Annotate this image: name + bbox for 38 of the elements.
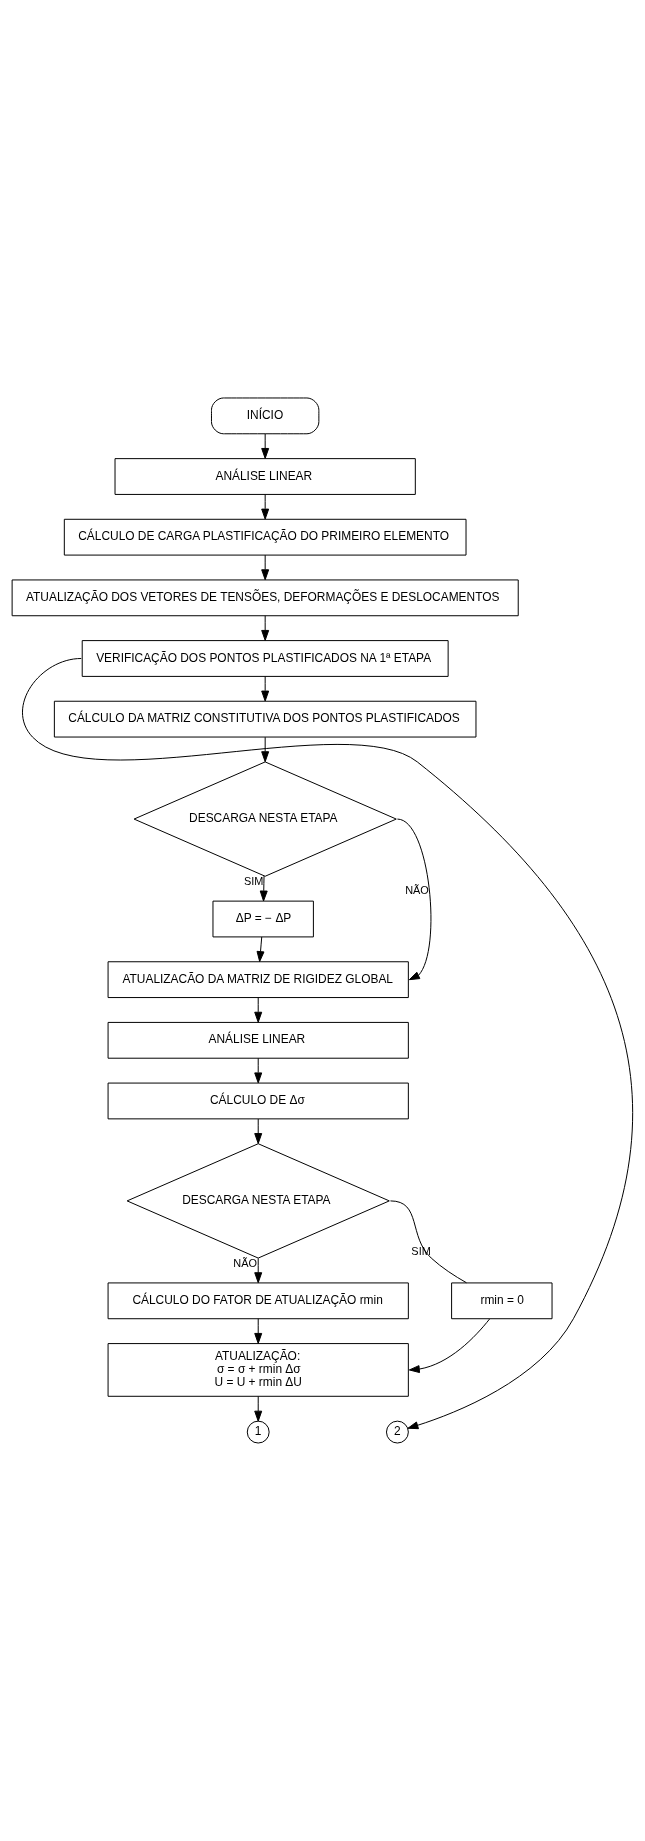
arrow xyxy=(254,1118,263,1144)
arrow xyxy=(261,615,270,641)
arrow xyxy=(254,1318,263,1344)
node-box: rmin = 0 xyxy=(451,1282,553,1320)
node-box: ATUALIZAÇÃO DOS VETORES DE TENSÕES, DEFORMAÇÕES E DESLOCAMENTOS xyxy=(11,579,519,617)
arrow xyxy=(256,936,265,963)
edge-label: NÃO xyxy=(233,1257,258,1270)
node-box: CÁLCULO DE Δσ xyxy=(107,1082,409,1120)
arrow xyxy=(261,494,270,520)
node-box: ATUALIZACÃO DA MATRIZ DE RIGIDEZ GLOBAL xyxy=(107,961,409,999)
arrow xyxy=(261,675,270,702)
arrow xyxy=(22,658,634,1430)
edge-label: NÃO xyxy=(405,883,429,896)
node-circle: 2 xyxy=(386,1420,409,1444)
node-box: CÁLCULO DE CARGA PLASTIFICAÇÃO DO PRIMEIRO ELEMENTO xyxy=(63,518,467,556)
node-box: ΔP = − ΔP xyxy=(212,900,314,938)
arrow xyxy=(259,875,268,902)
edge-label: SIM xyxy=(411,1244,431,1257)
arrow xyxy=(408,1318,491,1374)
arrow xyxy=(254,1257,263,1284)
node-circle: 1 xyxy=(246,1420,270,1444)
arrow xyxy=(261,736,270,763)
node-diamond: DESCARGA NESTA ETAPA xyxy=(133,761,397,877)
arrow xyxy=(254,1395,263,1422)
arrow xyxy=(261,433,270,459)
node-box: CÁLCULO DO FATOR DE ATUALIZAÇÃO rmin xyxy=(107,1282,409,1320)
node-box: ATUALIZAÇÃO: σ = σ + rmin Δσ U = U + rmin ΔU xyxy=(107,1343,409,1397)
arrow xyxy=(396,818,432,981)
connector xyxy=(389,1200,467,1284)
node-box: CÁLCULO DA MATRIZ CONSTITUTIVA DOS PONTOS PLASTIFICADOS xyxy=(53,700,477,738)
edge-label: SIM xyxy=(243,875,264,888)
arrow xyxy=(254,997,263,1023)
node-box: INÍCIO xyxy=(211,397,320,435)
node-box: ANÁLISE LINEAR xyxy=(107,1021,409,1059)
node-box: VERIFICAÇÃO DOS PONTOS PLASTIFICADOS NA 1ª ETAPA xyxy=(81,640,449,677)
node-box: ANÁLISE LINEAR xyxy=(114,458,416,495)
arrow xyxy=(254,1057,263,1084)
arrow xyxy=(261,554,270,581)
